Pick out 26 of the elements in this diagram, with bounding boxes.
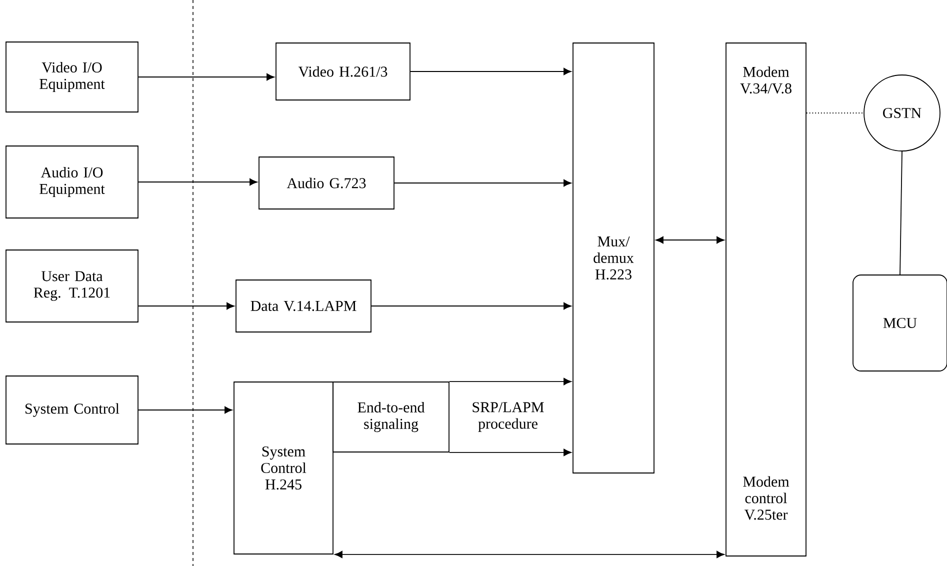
arrow bbox=[410, 68, 572, 76]
arrow bbox=[138, 178, 258, 186]
equipment-box: System Control bbox=[6, 376, 138, 444]
arrow bbox=[371, 302, 572, 310]
equipment-box: Audio I/O Equipment bbox=[6, 146, 138, 218]
arrow bbox=[449, 378, 572, 386]
arrow bbox=[138, 406, 232, 414]
arrow bbox=[449, 448, 572, 456]
mux-box: Mux/ demux H.223 bbox=[572, 42, 654, 474]
mcu-box: MCU bbox=[852, 274, 947, 372]
codec-box: Audio G.723 bbox=[258, 156, 394, 210]
procedure-label: SRP/LAPM procedure bbox=[472, 402, 544, 432]
codec-box: Video H.261/3 bbox=[276, 42, 410, 100]
signaling-box: End-to-end signaling bbox=[332, 382, 450, 452]
arrow bbox=[656, 236, 724, 244]
arrow bbox=[138, 73, 274, 81]
codec-box: Data V.14.LAPM bbox=[236, 280, 372, 332]
equipment-box: User Data Reg. T.1201 bbox=[6, 250, 138, 322]
arrow bbox=[394, 179, 572, 187]
arrow bbox=[334, 550, 724, 558]
arrow bbox=[138, 302, 234, 310]
connector-line bbox=[806, 112, 864, 114]
modem-box: Modem V.34/V.8 Modem control V.25ter bbox=[726, 42, 806, 556]
control-box: System Control H.245 bbox=[234, 382, 334, 554]
equipment-box: Video I/O Equipment bbox=[6, 42, 138, 112]
connector-line bbox=[900, 151, 902, 275]
